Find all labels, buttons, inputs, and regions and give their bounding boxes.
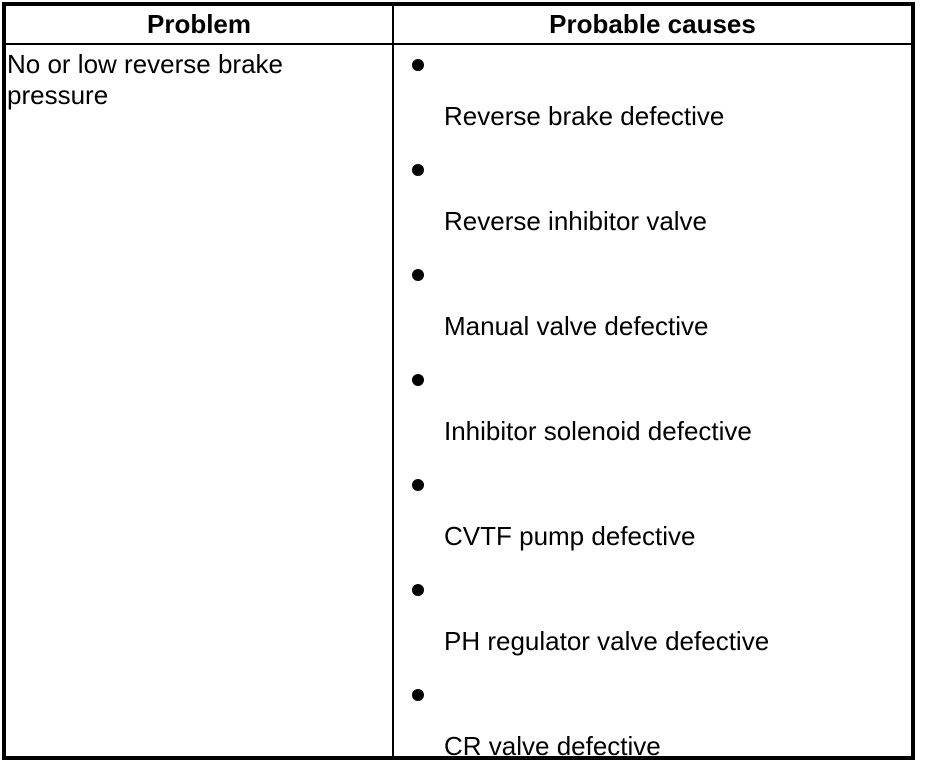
cause-label: CR valve defective <box>444 731 661 756</box>
bullet-line <box>394 154 911 206</box>
cause-label: PH regulator valve defective <box>444 626 770 656</box>
problem-cell: No or low reverse brake pressure <box>6 45 394 756</box>
bullet-line <box>394 364 911 416</box>
bullet-icon <box>412 374 424 386</box>
diagnosis-table: Problem Probable causes No or low revers… <box>2 2 915 760</box>
causes-list: Reverse brake defective Reverse inhibito… <box>394 45 911 756</box>
bullet-line <box>394 49 911 101</box>
cause-label: Reverse inhibitor valve <box>444 206 708 236</box>
cause-item: Reverse brake defective <box>394 49 911 154</box>
bullet-icon <box>412 584 424 596</box>
bullet-line <box>394 574 911 626</box>
bullet-icon <box>412 689 424 701</box>
cause-item: Manual valve defective <box>394 259 911 364</box>
cause-item: CR valve defective <box>394 679 911 756</box>
cause-item: CVTF pump defective <box>394 469 911 574</box>
cause-label: Manual valve defective <box>444 311 709 341</box>
bullet-line <box>394 679 911 731</box>
cause-item: Inhibitor solenoid defective <box>394 364 911 469</box>
bullet-icon <box>412 269 424 281</box>
cause-label: CVTF pump defective <box>444 521 696 551</box>
cause-item: Reverse inhibitor valve <box>394 154 911 259</box>
cause-label: Inhibitor solenoid defective <box>444 416 752 446</box>
causes-column-header: Probable causes <box>549 9 756 39</box>
bullet-icon <box>412 164 424 176</box>
bullet-line <box>394 469 911 521</box>
problem-column-header: Problem <box>6 6 394 43</box>
cause-item: PH regulator valve defective <box>394 574 911 679</box>
table-row: No or low reverse brake pressure Reverse… <box>6 45 911 756</box>
table-header-row: Problem Probable causes <box>6 6 911 45</box>
bullet-icon <box>412 479 424 491</box>
bullet-line <box>394 259 911 311</box>
cause-label: Reverse brake defective <box>444 101 725 131</box>
bullet-icon <box>412 59 424 71</box>
